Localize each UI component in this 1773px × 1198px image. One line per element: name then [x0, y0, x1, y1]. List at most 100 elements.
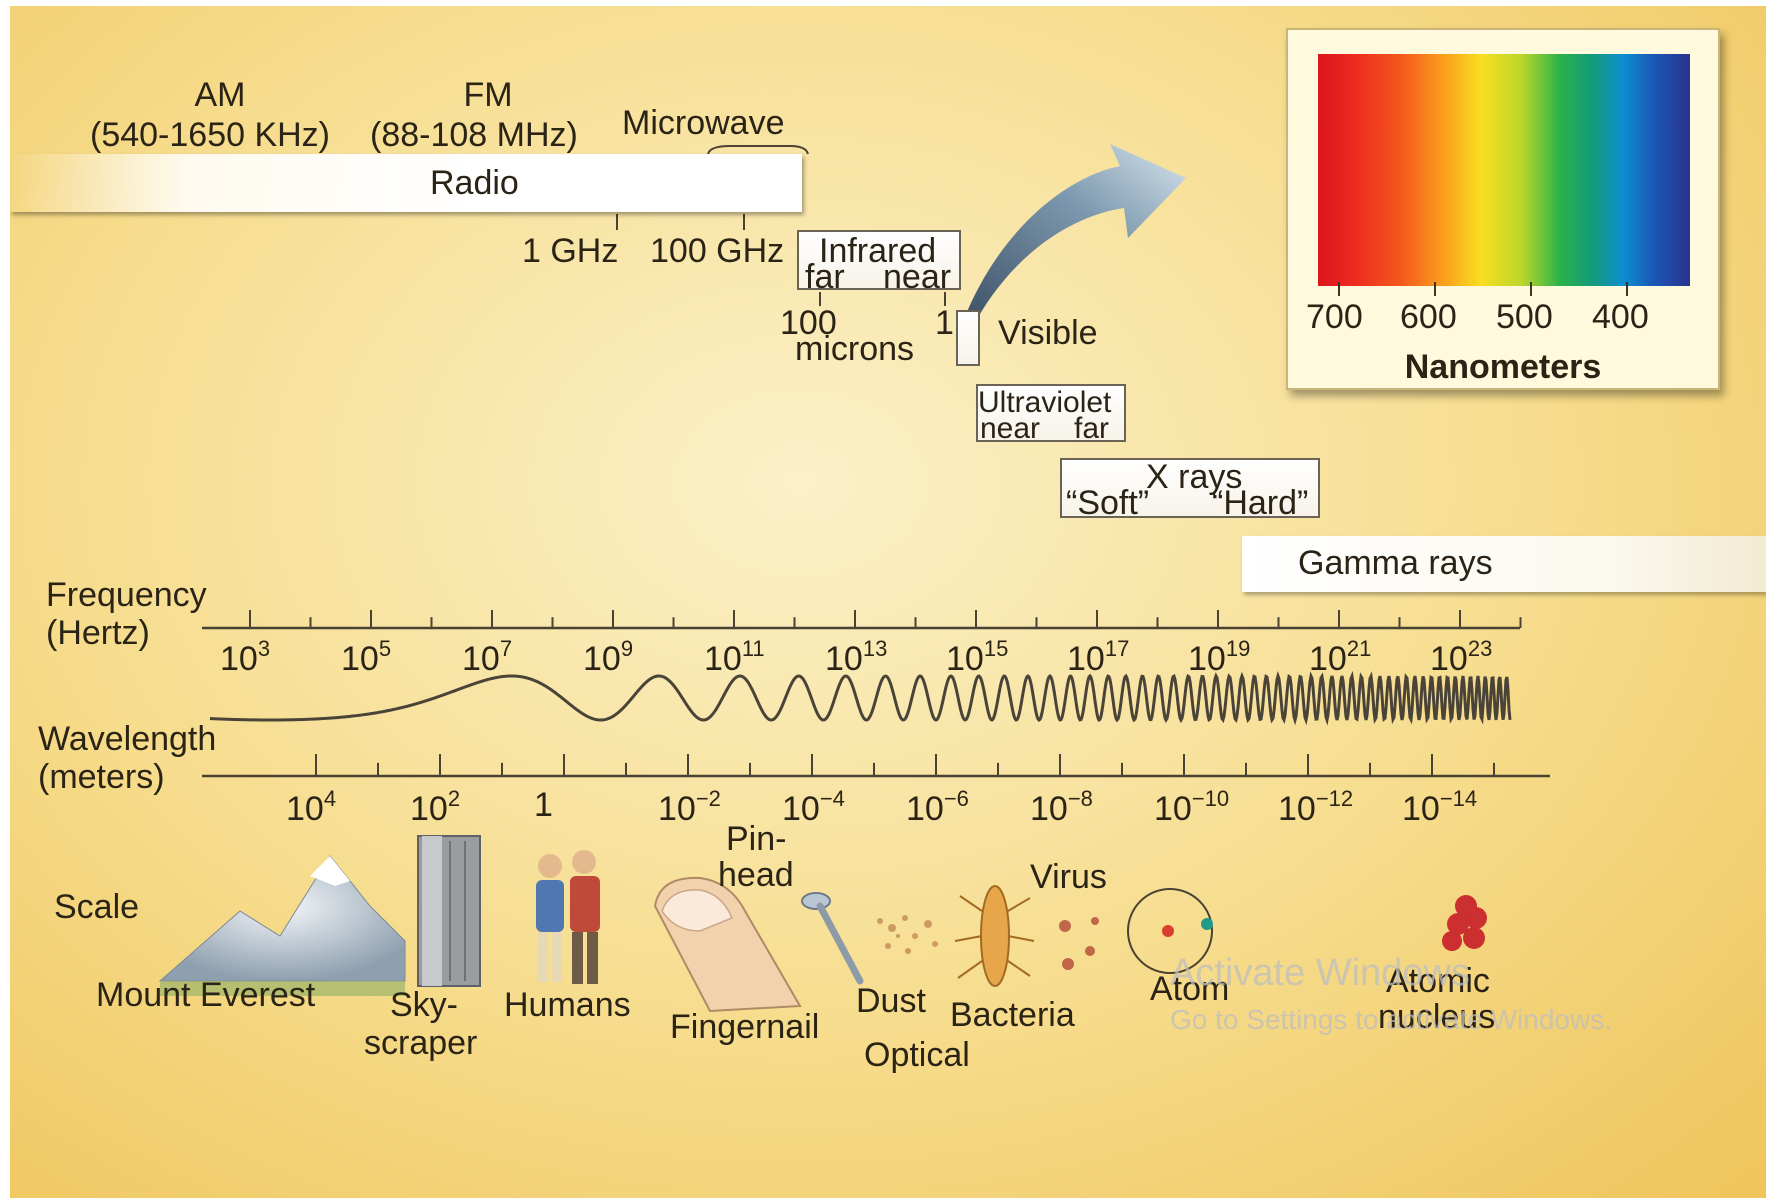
- virus-icon: [1059, 917, 1099, 970]
- pinhead-label-1: Pin-: [726, 820, 787, 858]
- frequency-tick-label: 105: [341, 638, 431, 678]
- visible-label: Visible: [998, 314, 1098, 352]
- wavelength-tick-base: 10: [906, 790, 944, 828]
- microwave-label: Microwave: [622, 104, 785, 142]
- frequency-unit: (Hertz): [46, 614, 150, 652]
- ultraviolet-title: Ultraviolet: [978, 386, 1112, 419]
- wavelength-tick-label: 10−8: [1030, 786, 1120, 827]
- frequency-tick-base: 10: [825, 640, 863, 678]
- frequency-tick-exponent: 13: [862, 636, 888, 661]
- wavelength-tick-label: 10−4: [782, 786, 872, 828]
- wavelength-tick-exponent: −6: [943, 786, 969, 811]
- am-range: (540-1650 KHz): [90, 116, 331, 154]
- infrared-unit: microns: [795, 330, 915, 368]
- frequency-tick-base: 10: [583, 640, 621, 678]
- radio-tick-label-100ghz: 100 GHz: [650, 232, 785, 270]
- frequency-tick-base: 10: [220, 640, 258, 678]
- virus-label: Virus: [1030, 858, 1107, 896]
- mount-everest-label: Mount Everest: [96, 976, 316, 1014]
- wavelength-tick-label: 10−6: [906, 786, 996, 828]
- wavelength-label: Wavelength: [38, 720, 217, 758]
- optical-label: Optical: [864, 1036, 970, 1074]
- infrared-tick-1: 1: [935, 304, 954, 342]
- wavelength-tick-base: 10: [658, 790, 696, 828]
- frequency-tick-exponent: 7: [499, 636, 513, 661]
- microwave-bracket: [707, 145, 809, 155]
- wavelength-tick-label: 10−2: [658, 788, 748, 828]
- infrared-title: Infrared: [819, 232, 937, 270]
- frequency-tick-label: 1019: [1188, 638, 1278, 677]
- wavelength-tick-exponent: −14: [1439, 786, 1478, 811]
- frequency-label: Frequency: [46, 576, 207, 614]
- frequency-tick-base: 10: [1067, 640, 1105, 678]
- dust-label: Dust: [856, 982, 926, 1020]
- radio-band: Radio: [10, 154, 802, 212]
- wavelength-tick-label: 10−12: [1278, 786, 1368, 828]
- frequency-tick-exponent: 3: [257, 636, 271, 661]
- nm-label-600: 600: [1400, 298, 1457, 336]
- wavelength-tick-exponent: −8: [1067, 786, 1093, 811]
- humans-icon: [536, 850, 600, 984]
- wavelength-tick-exponent: −12: [1315, 786, 1354, 811]
- nm-label-400: 400: [1592, 298, 1649, 336]
- nucleus-icon: [1442, 895, 1487, 951]
- xrays-title: X rays: [1146, 458, 1243, 496]
- spectrum-diagram: AM (540-1650 KHz) FM (88-108 MHz) Microw…: [10, 6, 1766, 1198]
- frequency-axis: [202, 610, 1522, 630]
- frequency-tick-label: 109: [583, 636, 673, 678]
- pinhead-icon: [801, 892, 864, 985]
- gamma-band: Gamma rays: [1242, 536, 1766, 592]
- wavelength-unit: (meters): [38, 758, 165, 796]
- visible-spectrum-box: 700 600 500 400 Nanometers: [1286, 28, 1720, 390]
- fm-range: (88-108 MHz): [370, 116, 578, 154]
- frequency-tick-exponent: 21: [1346, 636, 1372, 661]
- wavelength-tick-label: 10−10: [1154, 786, 1244, 827]
- wavelength-tick-base: 10: [410, 790, 448, 828]
- frequency-tick-label: 1015: [946, 638, 1036, 678]
- wavelength-axis: [202, 754, 1550, 778]
- frequency-tick-exponent: 17: [1104, 636, 1130, 661]
- wavelength-tick-base: 10: [782, 790, 820, 828]
- infrared-near: near: [883, 258, 952, 296]
- nucleus-label-1: Atomic: [1386, 962, 1490, 1000]
- diagram-graphics: [158, 144, 1550, 1013]
- wavelength-tick-label: 10−14: [1402, 786, 1492, 827]
- ultraviolet-near: near: [980, 412, 1041, 445]
- nm-label-700: 700: [1306, 298, 1363, 336]
- nm-tick-700: [1338, 282, 1340, 296]
- frequency-tick-base: 10: [462, 640, 500, 678]
- frequency-tick-base: 10: [341, 640, 379, 678]
- radio-label: Radio: [430, 164, 519, 202]
- infrared-far: far: [805, 258, 845, 296]
- frequency-tick-base: 10: [946, 640, 984, 678]
- frequency-tick-label: 103: [220, 636, 310, 678]
- wavelength-tick-exponent: −10: [1191, 786, 1230, 811]
- fingernail-icon: [653, 876, 802, 1013]
- wavelength-tick-label: 104: [286, 788, 376, 828]
- wavelength-tick-base: 10: [1278, 790, 1316, 828]
- ultraviolet-band: Ultraviolet near far: [976, 384, 1126, 445]
- wavelength-tick-label: 102: [410, 786, 500, 828]
- frequency-tick-exponent: 9: [620, 636, 634, 661]
- nm-tick-600: [1434, 282, 1436, 296]
- frequency-tick-label: 1011: [704, 638, 794, 677]
- gamma-label: Gamma rays: [1298, 544, 1493, 582]
- fingernail-label: Fingernail: [670, 1008, 820, 1046]
- wavelength-tick-exponent: 2: [447, 786, 461, 811]
- wavelength-tick-base: 10: [286, 790, 324, 828]
- frequency-tick-label: 1013: [825, 636, 915, 678]
- watermark-settings: Go to Settings to activate Windows.: [1170, 1004, 1612, 1035]
- nucleus-label-2: nucleus: [1378, 998, 1496, 1036]
- wavelength-tick-label: 1: [534, 788, 624, 822]
- wavelength-tick-exponent: −4: [819, 786, 845, 811]
- scale-title: Scale: [54, 888, 140, 926]
- atom-icon: [1127, 888, 1213, 974]
- skyscraper-label-1: Sky-: [390, 986, 458, 1024]
- dust-icon: [877, 915, 938, 954]
- bacteria-label: Bacteria: [950, 996, 1075, 1034]
- ultraviolet-far: far: [1074, 412, 1110, 445]
- infrared-tick-100: 100: [780, 304, 837, 342]
- xrays-soft: “Soft”: [1066, 484, 1150, 522]
- humans-label: Humans: [504, 986, 631, 1024]
- frequency-tick-label: 1023: [1430, 638, 1520, 677]
